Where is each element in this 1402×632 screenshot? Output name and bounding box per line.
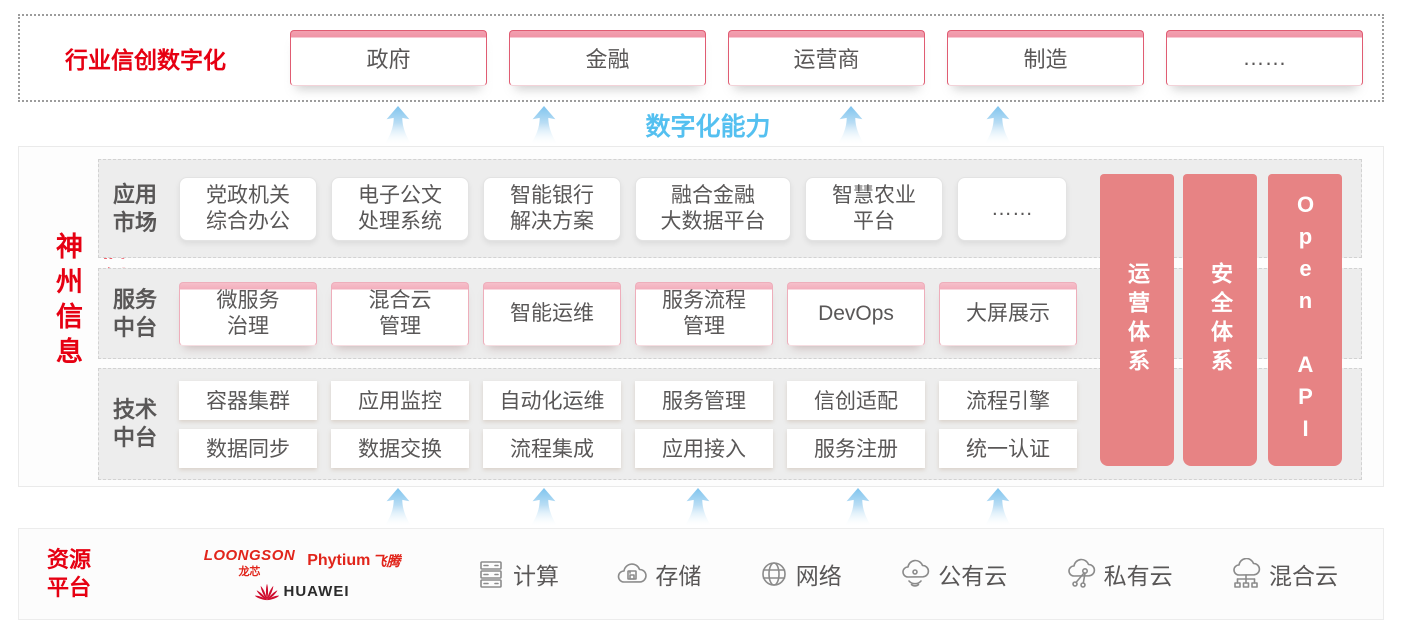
card-intelligent-ops: 智能运维 [483,281,622,346]
card-edoc-system: 电子公文 处理系统 [331,176,470,241]
up-arrow-icon [837,106,865,144]
tech-middle-row2: 数据同步 数据交换 流程集成 应用接入 服务注册 统一认证 [179,428,1078,468]
app-market-cards: 党政机关 综合办公 电子公文 处理系统 智能银行 解决方案 融合金融 大数据平台… [179,176,1068,241]
resource-item-label: 混合云 [1268,563,1338,589]
resource-item-network: 网络 [758,557,842,591]
card-more: …… [957,176,1068,241]
resource-item-label: 存储 [655,563,702,589]
up-arrow-icon [384,106,412,144]
resource-item-compute: 计算 [475,557,559,591]
card-unified-auth: 统一认证 [939,428,1078,468]
resource-item-label: 网络 [795,563,842,589]
up-arrow-icon [684,488,712,526]
up-arrow-icon [984,106,1012,144]
resource-item-private-cloud: 私有云 [1064,557,1173,591]
tech-middle-row1: 容器集群 应用监控 自动化运维 服务管理 信创适配 流程引擎 [179,380,1078,420]
service-middle-label: 服务 中台 [113,286,158,340]
pillar-operations-system: 运营体系 [1100,174,1174,466]
card-hybrid-cloud-mgmt: 混合云 管理 [331,281,470,346]
tech-middle-band: 技术 中台 容器集群 应用监控 自动化运维 服务管理 信创适配 流程引擎 数据同… [98,368,1362,480]
resource-item-label: 私有云 [1103,563,1173,589]
card-data-sync: 数据同步 [179,428,318,468]
resource-panel: 资源 平台 LOONGSON 龙芯 Phytium 飞腾 [18,528,1384,620]
tech-middle-label: 技术 中台 [113,397,158,450]
hybrid-cloud-icon [1229,558,1263,590]
card-automated-ops: 自动化运维 [483,380,622,420]
huawei-flower-icon [254,583,279,601]
card-container-cluster: 容器集群 [179,380,318,420]
resource-item-storage: 存储 [615,557,701,591]
vendor-logos: LOONGSON 龙芯 Phytium 飞腾 [187,547,417,601]
resource-items: 计算 存储 网络 [475,557,1338,591]
pillar-open-api: Open API [1268,174,1342,466]
card-smart-agriculture: 智慧农业 平台 [805,176,944,241]
phytium-logo: Phytium 飞腾 [307,552,401,569]
card-service-process-mgmt: 服务流程 管理 [635,281,774,346]
up-arrow-icon [530,488,558,526]
card-dashboard-display: 大屏展示 [939,281,1078,346]
card-devops: DevOps [787,281,926,346]
industry-banner-title: 行业信创数字化 [65,47,226,73]
card-finance-bigdata: 融合金融 大数据平台 [635,176,792,241]
sector-manufacturing: 制造 [947,30,1144,86]
card-process-engine: 流程引擎 [939,380,1078,420]
loongson-logo: LOONGSON 龙芯 [203,547,296,578]
sector-list: 政府 金融 运营商 制造 …… [290,30,1363,86]
resource-item-hybrid-cloud: 混合云 [1229,557,1338,591]
sector-operator: 运营商 [728,30,925,86]
up-arrow-icon [384,488,412,526]
public-cloud-icon [898,558,932,590]
industry-banner: 行业信创数字化 政府 金融 运营商 制造 …… [18,14,1384,102]
huawei-logo: HUAWEI [254,582,350,601]
network-globe-icon [758,558,790,590]
card-smart-banking: 智能银行 解决方案 [483,176,622,241]
up-arrow-icon [984,488,1012,526]
up-arrow-icon [530,106,558,144]
private-cloud-icon [1064,558,1098,590]
pillar-security-system: 安全体系 [1183,174,1257,466]
capability-label: 数字化能力 [645,113,771,141]
card-app-access: 应用接入 [635,428,774,468]
resource-panel-title: 资源 平台 [47,547,92,600]
up-arrow-icon [844,488,872,526]
sector-finance: 金融 [509,30,706,86]
resource-item-label: 公有云 [938,563,1008,589]
storage-cloud-icon [615,558,649,590]
resource-item-label: 计算 [513,563,560,589]
card-xinchuang-adaptation: 信创适配 [787,380,926,420]
platform-panel: 神州信息信创云 应用 市场 党政机关 综合办公 电子公文 处理系统 智能银行 解… [18,146,1384,487]
card-party-gov-office: 党政机关 综合办公 [179,176,318,241]
sector-more: …… [1166,30,1363,86]
card-process-integration: 流程集成 [483,428,622,468]
sector-government: 政府 [290,30,487,86]
server-icon [475,558,507,590]
card-microservice-governance: 微服务 治理 [179,281,318,346]
card-service-mgmt: 服务管理 [635,380,774,420]
card-app-monitoring: 应用监控 [331,380,470,420]
card-data-exchange: 数据交换 [331,428,470,468]
card-service-registry: 服务注册 [787,428,926,468]
app-market-label: 应用 市场 [113,181,158,235]
resource-item-public-cloud: 公有云 [898,557,1007,591]
service-middle-cards: 微服务 治理 混合云 管理 智能运维 服务流程 管理 DevOps 大屏展示 [179,281,1078,346]
